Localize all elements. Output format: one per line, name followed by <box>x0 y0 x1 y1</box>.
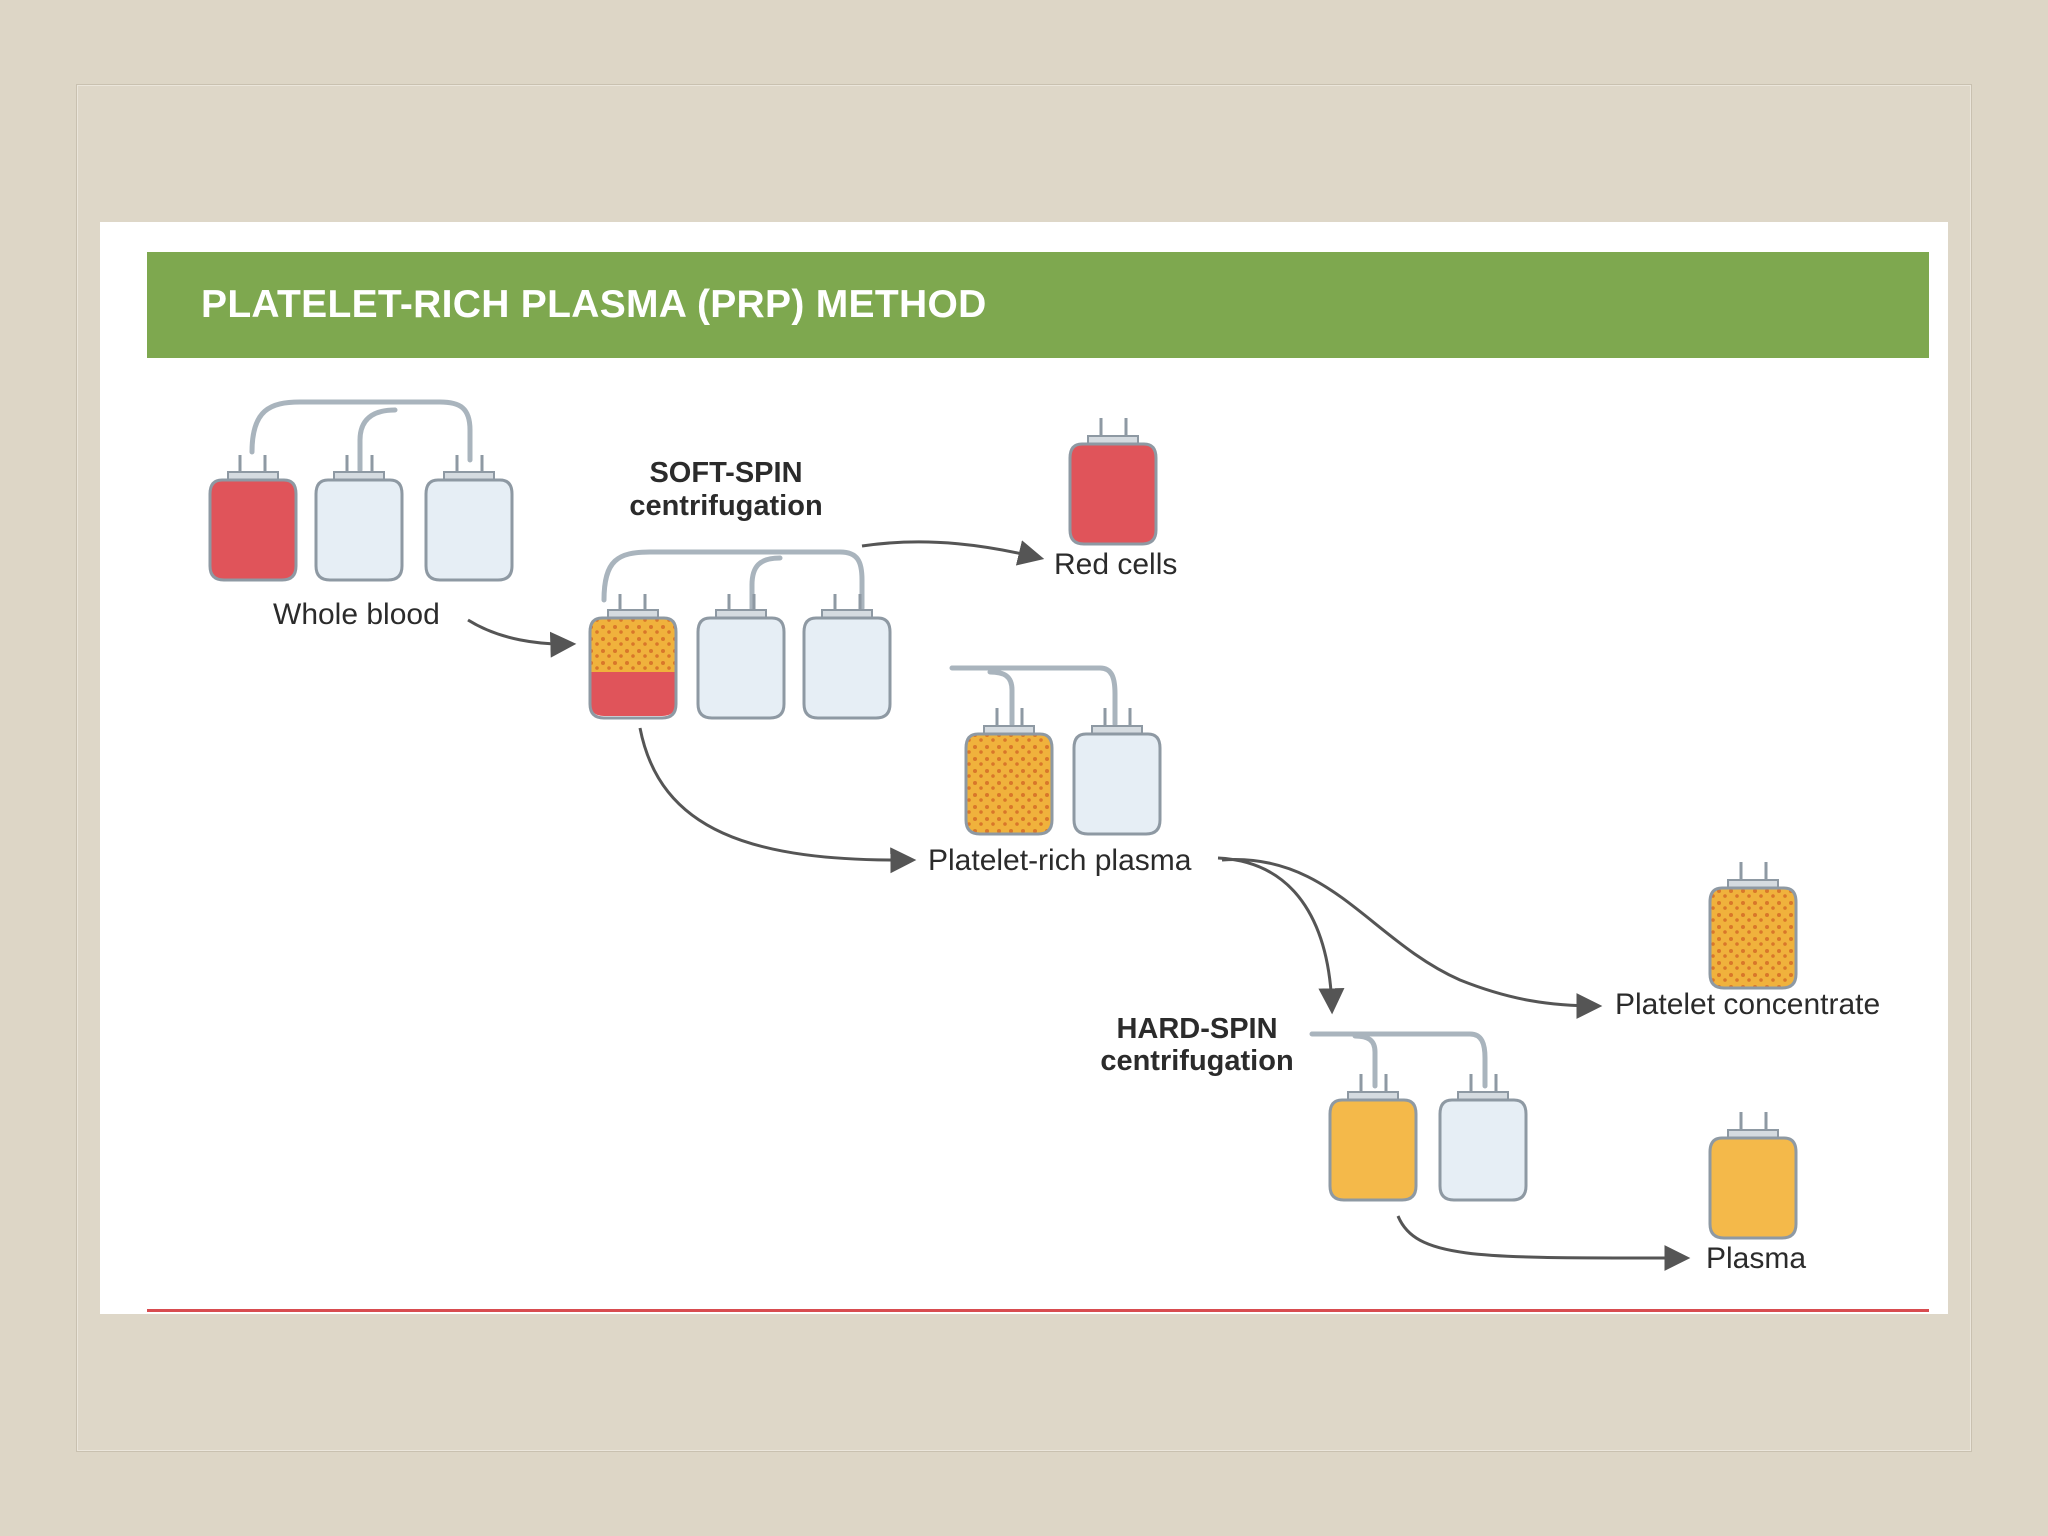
bag-empty-3 <box>696 594 786 720</box>
arrow-to-prp <box>638 727 917 874</box>
title-banner: PLATELET-RICH PLASMA (PRP) METHOD <box>147 252 1929 358</box>
arrow-prp-to-platelet-concentrate <box>1221 858 1603 1019</box>
label-platelet-concentrate: Platelet concentrate <box>1615 988 1880 1021</box>
bag-hard-spin-plasma <box>1328 1074 1418 1202</box>
arrow-to-plasma <box>1396 1215 1691 1272</box>
bag-empty-2 <box>424 455 514 582</box>
bag-empty-1 <box>314 455 404 582</box>
bag-prp <box>964 708 1054 836</box>
label-platelet-rich-plasma: Platelet-rich plasma <box>928 844 1192 877</box>
figure-title: PLATELET-RICH PLASMA (PRP) METHOD <box>201 283 987 326</box>
flow-arrows <box>467 540 1691 1272</box>
tubing <box>249 399 1488 1089</box>
arrow-to-red-cells <box>861 540 1045 566</box>
arrow-whole-blood-to-spin <box>467 618 577 658</box>
bag-platelet-concentrate <box>1708 862 1798 990</box>
bag-whole-blood <box>208 455 298 582</box>
label-whole-blood: Whole blood <box>273 598 440 631</box>
bag-empty-6 <box>1438 1074 1528 1202</box>
step-hard-spin-title: HARD-SPIN <box>1116 1013 1277 1045</box>
step-soft-spin-title: SOFT-SPIN <box>649 457 802 489</box>
bag-empty-5 <box>1072 708 1162 836</box>
label-red-cells: Red cells <box>1054 548 1177 581</box>
bottom-rule <box>147 1309 1929 1312</box>
arrow-prp-to-hard-spin <box>1217 856 1345 1015</box>
bag-separated <box>588 594 678 720</box>
label-plasma: Plasma <box>1706 1242 1806 1275</box>
bag-plasma <box>1708 1112 1798 1240</box>
bag-empty-4 <box>802 594 892 720</box>
step-hard-spin-subtitle: centrifugation <box>1100 1045 1293 1077</box>
step-soft-spin-subtitle: centrifugation <box>629 490 822 522</box>
bag-red-cells <box>1068 418 1158 546</box>
